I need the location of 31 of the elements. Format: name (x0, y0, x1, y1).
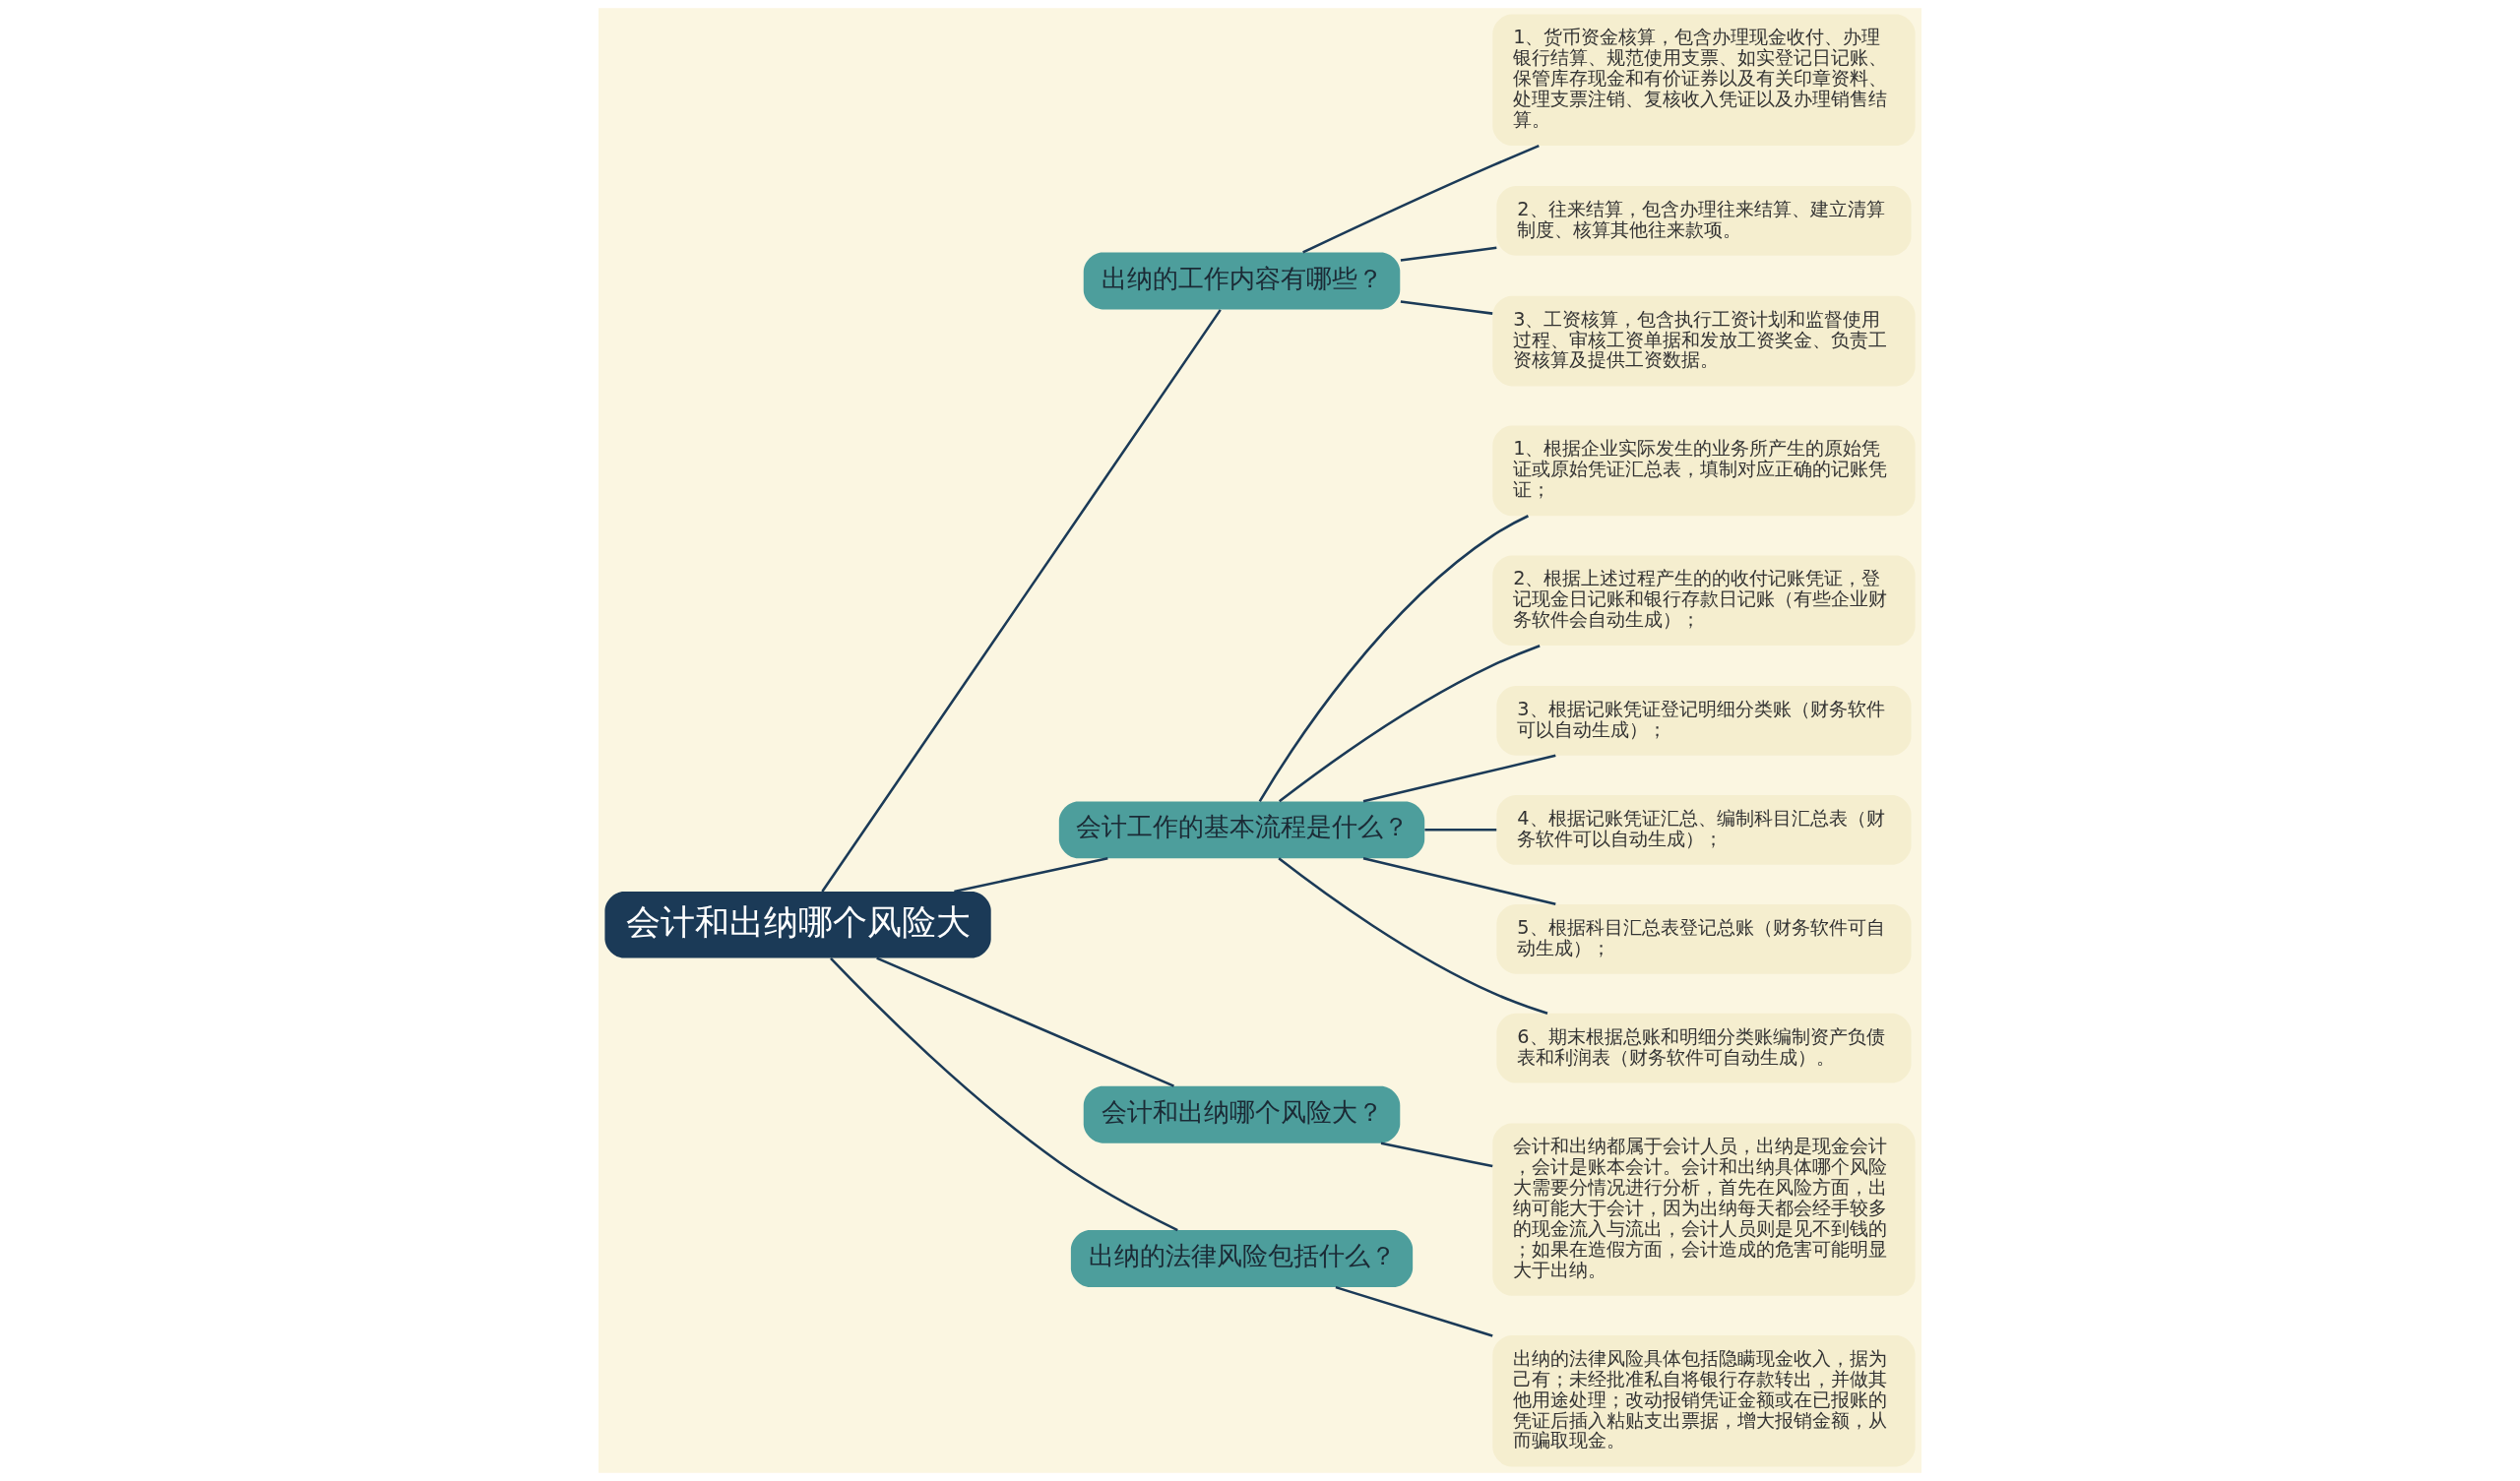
connector (876, 956, 1174, 1087)
connector (1278, 645, 1541, 803)
node-box: 1、货币资金核算，包含办理现金收付、办理银行结算、规范使用支票、如实登记日记账、保管库存现金和有价证券以及有关印章资料、处理支票注销、复核收入凭证以及办理销售结算。 (1492, 14, 1916, 146)
connector (1258, 515, 1529, 802)
connector (1302, 144, 1540, 254)
node-box: 出纳的工作内容有哪些？ (1083, 252, 1401, 310)
connector (954, 857, 1108, 894)
node-box: 出纳的法律风险包括什么？ (1070, 1230, 1414, 1287)
connector (830, 957, 1178, 1232)
connector (1424, 829, 1497, 832)
connector (1362, 857, 1556, 906)
node-box: 3、工资核算，包含执行工资计划和监督使用过程、审核工资单据和发放工资奖金、负责工资核算及提供工资数据。 (1492, 295, 1916, 387)
connector (1380, 1142, 1493, 1168)
node-box: 会计和出纳哪个风险大？ (1083, 1085, 1401, 1143)
node-box: 6、期末根据总账和明细分类账编制资产负债表和利润表（财务软件可自动生成）。 (1496, 1013, 1912, 1083)
node-box: 会计工作的基本流程是什么？ (1058, 801, 1425, 859)
connector (1400, 246, 1497, 262)
node-box: 2、根据上述过程产生的的收付记账凭证，登记现金日记账和银行存款日记账（有些企业财务软件会自动生成）； (1492, 555, 1916, 647)
connector (821, 309, 1222, 893)
node-box: 出纳的法律风险具体包括隐瞒现金收入，据为己有；未经批准私自将银行存款转出，并做其他用途处理；改动报销凭证金额或在已报账的凭证后插入粘贴支出票据，增大报销金额，从而骗取现金。 (1492, 1335, 1916, 1467)
connector (1335, 1285, 1493, 1337)
node-box: 会计和出纳哪个风险大 (604, 892, 991, 958)
node-box: 4、根据记账凭证汇总、编制科目汇总表（财务软件可以自动生成）； (1496, 794, 1912, 865)
connector (1278, 857, 1548, 1016)
connector (1362, 754, 1556, 803)
node-box: 2、往来结算，包含办理往来结算、建立清算制度、核算其他往来款项。 (1496, 186, 1912, 256)
node-box: 会计和出纳都属于会计人员，出纳是现金会计，会计是账本会计。会计和出纳具体哪个风险大需要分情况进行分析，首先在风险方面，出纳可能大于会计，因为出纳每天都会经手较多的现金流入与流出，会计人员则是见不到钱的；如果在造假方面，会计造成的危害可能明显大于出纳。 (1492, 1123, 1916, 1296)
connector (1400, 300, 1493, 315)
node-box: 3、根据记账凭证登记明细分类账（财务软件可以自动生成）； (1496, 686, 1912, 756)
node-box: 5、根据科目汇总表登记总账（财务软件可自动生成）； (1496, 903, 1912, 974)
node-box: 1、根据企业实际发生的业务所产生的原始凭证或原始凭证汇总表，填制对应正确的记账凭证； (1492, 425, 1916, 517)
